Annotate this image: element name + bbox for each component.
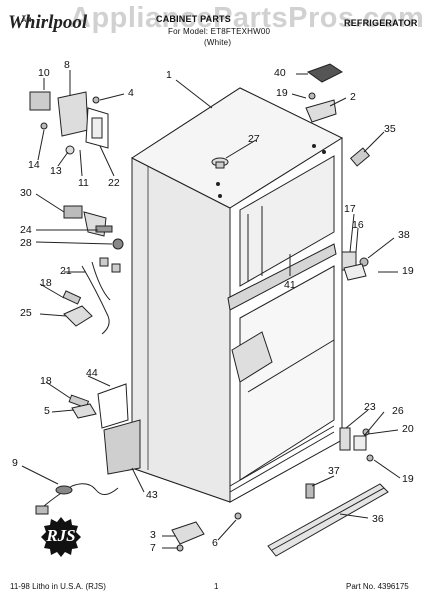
callout-label: 43 [146,489,158,501]
callout-label: 38 [398,229,410,241]
model-number: For Model: ET8FTEXHW00 [168,27,271,36]
callout-label: 41 [284,279,296,291]
callout-label: 4 [128,87,134,99]
callout-label: 40 [274,67,286,79]
callout-label: 9 [12,457,18,469]
page-number: 1 [214,582,219,591]
watermark: AppliancePartsPros.com [70,2,425,34]
callout-label: 7 [150,542,156,554]
callout-label: 28 [20,237,32,249]
page-title: CABINET PARTS [156,14,231,24]
callout-label: 3 [150,529,156,541]
callout-label: 1 [166,69,172,81]
callout-label: 6 [212,537,218,549]
model-color: (White) [204,38,232,47]
callout-label: 22 [108,177,120,189]
callout-label: 21 [60,265,72,277]
callout-label: 19 [402,473,414,485]
brand-name: Whirlpool [8,12,88,33]
callout-label: 27 [248,133,260,145]
rjs-seal: RJS [40,516,82,558]
callout-label: 26 [392,405,404,417]
callout-label: 37 [328,465,340,477]
brand-logo: AM Whirlpool [8,12,87,34]
appliance-category: REFRIGERATOR [344,18,418,28]
callout-label: 25 [20,307,32,319]
part-number: Part No. 4396175 [346,582,409,591]
callout-label: 8 [64,59,70,71]
callout-label: 44 [86,367,98,379]
callout-label: 35 [384,123,396,135]
callout-label: 36 [372,513,384,525]
callout-label: 16 [352,219,364,231]
seal-text: RJS [46,526,76,545]
callout-label: 13 [50,165,62,177]
callout-label: 20 [402,423,414,435]
callout-label: 30 [20,187,32,199]
callout-label: 2 [350,91,356,103]
callout-label: 23 [364,401,376,413]
callout-label: 11 [78,177,89,189]
callout-label: 19 [402,265,414,277]
callout-label: 18 [40,375,52,387]
callout-label: 10 [38,67,50,79]
brand-logo-mark: AM [22,18,32,24]
callout-label: 18 [40,277,52,289]
callout-label: 19 [276,87,288,99]
callout-label: 24 [20,224,32,236]
callout-label: 17 [344,203,356,215]
litho-info: 11-98 Litho in U.S.A. (RJS) [10,582,106,591]
callout-label: 14 [28,159,40,171]
callout-label: 5 [44,405,50,417]
